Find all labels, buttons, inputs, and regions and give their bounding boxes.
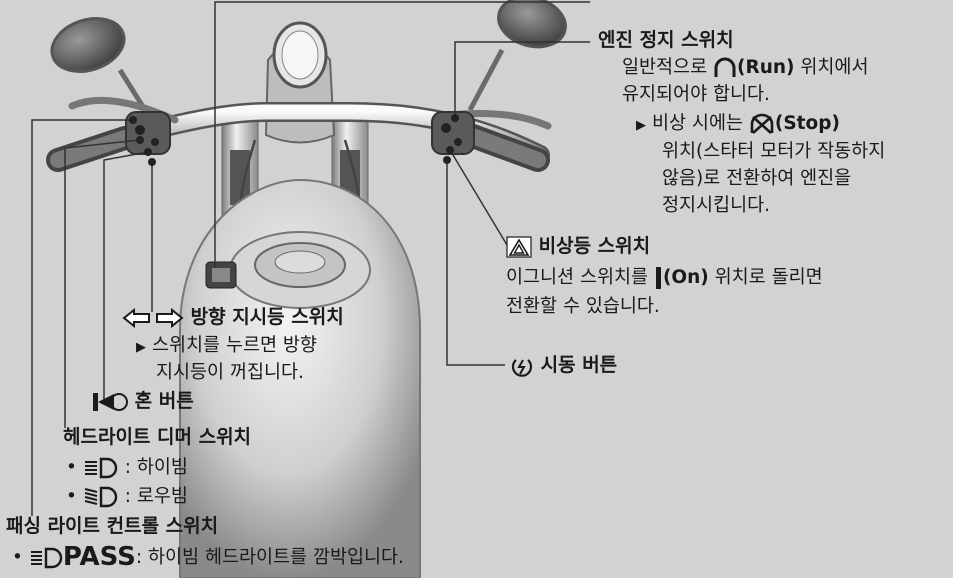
bullet: • xyxy=(12,547,23,568)
dimmer-high: • : 하이빔 xyxy=(66,456,188,480)
leader-passing xyxy=(31,119,133,516)
on-label: (On) xyxy=(662,267,709,288)
hazard-line1-post: 위치로 돌리면 xyxy=(714,267,823,288)
hazard-icon xyxy=(506,235,532,258)
horn-icon xyxy=(93,392,128,411)
engine-stop-line2: 유지되어야 합니다. xyxy=(622,84,770,105)
engine-stop-line1: 일반적으로 (Run) 위치에서 xyxy=(622,56,868,80)
engine-stop-note2: 위치(스타터 모터가 작동하지 xyxy=(662,141,886,162)
passing-row: • PASS: 하이빔 헤드라이트를 깜박입니다. xyxy=(12,542,404,572)
speedometer xyxy=(264,21,336,144)
passing-desc: : 하이빔 헤드라이트를 깜박입니다. xyxy=(135,547,404,568)
leader-engine-stop xyxy=(454,41,590,118)
start-icon xyxy=(511,358,533,377)
horn-title: 혼 버튼 xyxy=(134,390,194,412)
dimmer-low-label: : 로우빔 xyxy=(124,486,188,507)
left-switch-housing xyxy=(125,111,171,155)
turn-signal-note1: ▶ 스위치를 누르면 방향 xyxy=(136,334,317,360)
hazard-line2: 전환할 수 있습니다. xyxy=(506,296,660,317)
turn-signal-title-row: 방향 지시등 스위치 xyxy=(122,305,344,329)
leader-lines xyxy=(31,1,590,516)
leader-ignition xyxy=(214,1,590,268)
passing-title: 패싱 라이트 컨트롤 스위치 xyxy=(6,515,219,537)
turn-signal-icon xyxy=(122,307,184,328)
leader-dimmer xyxy=(64,139,141,428)
stop-icon xyxy=(750,113,774,134)
dimmer-low: • : 로우빔 xyxy=(66,485,188,509)
on-icon xyxy=(655,267,661,289)
engine-stop-note4: 정지시킵니다. xyxy=(662,195,771,216)
stop-label: (Stop) xyxy=(774,113,840,134)
turn-signal-note1-text: 스위치를 누르면 방향 xyxy=(152,335,317,356)
high-beam-icon xyxy=(84,457,118,479)
bullet: • xyxy=(66,486,77,507)
pass-label: PASS xyxy=(62,542,136,572)
right-mirror xyxy=(467,0,567,112)
engine-stop-title: 엔진 정지 스위치 xyxy=(598,29,734,51)
hazard-title: 비상등 스위치 xyxy=(538,235,651,257)
leader-hazard xyxy=(449,149,508,246)
hazard-line1-pre: 이그니션 스위치를 xyxy=(506,267,649,288)
engine-stop-line1-pre: 일반적으로 xyxy=(622,57,708,78)
arrow-right-icon: ▶ xyxy=(136,340,146,355)
turn-signal-note2: 지시등이 꺼집니다. xyxy=(156,362,304,383)
turn-signal-title: 방향 지시등 스위치 xyxy=(190,306,344,328)
engine-stop-line1-post: 위치에서 xyxy=(800,57,869,78)
low-beam-icon xyxy=(84,486,118,508)
run-icon xyxy=(714,57,736,77)
horn-title-row: 혼 버튼 xyxy=(92,389,194,413)
hazard-title-row: 비상등 스위치 xyxy=(506,234,650,258)
dimmer-high-label: : 하이빔 xyxy=(124,457,188,478)
run-label: (Run) xyxy=(737,57,795,78)
dimmer-title: 헤드라이트 디머 스위치 xyxy=(63,426,252,448)
bullet: • xyxy=(66,457,77,478)
high-beam-icon xyxy=(30,547,63,569)
start-title: 시동 버튼 xyxy=(540,354,618,376)
engine-stop-note1: ▶ 비상 시에는 (Stop) xyxy=(636,112,840,138)
leader-start-button xyxy=(446,160,505,366)
start-title-row: 시동 버튼 xyxy=(510,353,617,377)
arrow-right-icon: ▶ xyxy=(636,118,646,133)
engine-stop-note-pre: 비상 시에는 xyxy=(652,113,743,134)
leader-dots xyxy=(129,114,459,166)
engine-stop-note3: 않음)로 전환하여 엔진을 xyxy=(662,168,852,189)
leader-horn xyxy=(103,151,149,400)
hazard-line1: 이그니션 스위치를 (On) 위치로 돌리면 xyxy=(506,266,823,290)
fuel-tank xyxy=(179,178,421,578)
